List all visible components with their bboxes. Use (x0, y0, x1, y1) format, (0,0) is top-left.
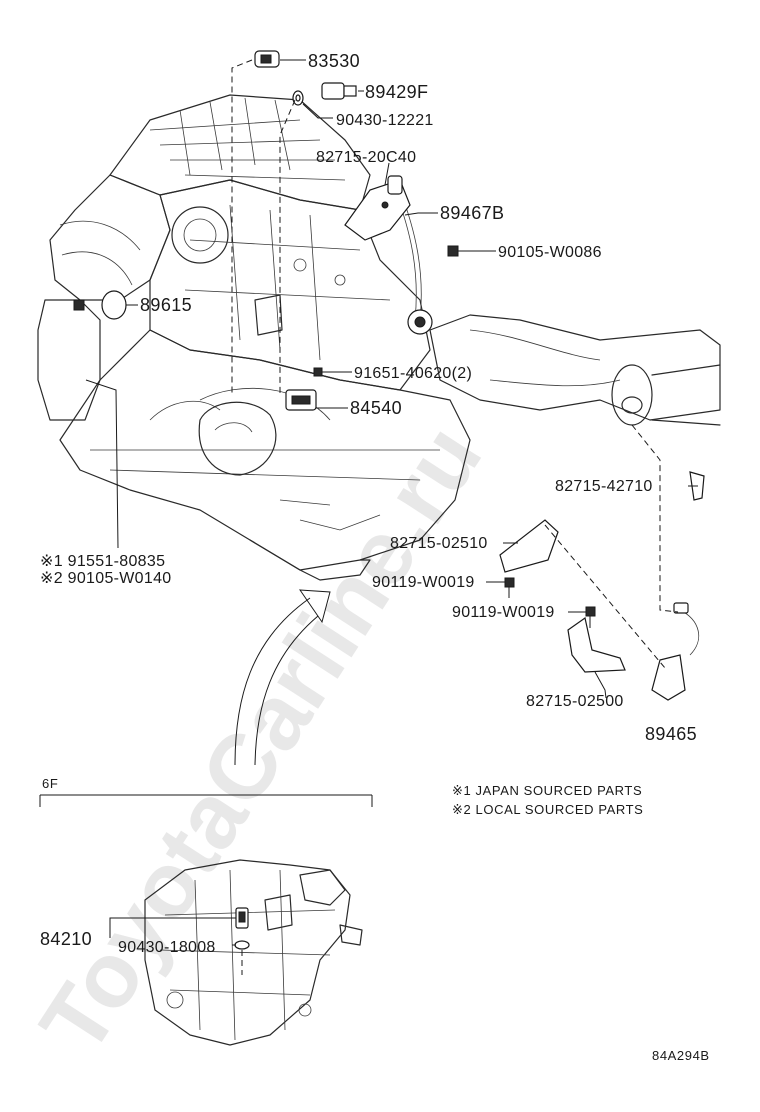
part-91651-40620 (313, 367, 323, 377)
part-82715-02510 (499, 519, 559, 573)
callout-90105-w0086: 90105-W0086 (498, 244, 602, 261)
callout-83530: 83530 (308, 51, 360, 71)
watermark: ToyotaCarline.ru (21, 408, 501, 1071)
part-82715-20c40 (344, 179, 411, 241)
part-89465 (651, 602, 699, 701)
engine-assembly-illustration (37, 94, 721, 581)
part-82715-02500 (567, 616, 626, 673)
callout-89615: 89615 (140, 295, 192, 315)
part-89429f (321, 82, 357, 100)
legend-note1: ※1 JAPAN SOURCED PARTS (452, 783, 642, 798)
callout-note1-part: ※1 91551-80835 (40, 553, 165, 570)
inset-label: 6F (42, 776, 58, 791)
part-83530 (254, 50, 280, 68)
callout-90119-w0019-a: 90119-W0019 (372, 574, 475, 591)
callout-note2-part: ※2 90105-W0140 (40, 570, 171, 587)
part-84540 (285, 389, 317, 411)
legend-note2: ※2 LOCAL SOURCED PARTS (452, 802, 643, 817)
pointer-arrow (234, 589, 331, 766)
callout-82715-42710: 82715-42710 (555, 478, 653, 495)
callout-84540: 84540 (350, 398, 402, 418)
part-84210 (235, 907, 249, 929)
part-90105-w0086 (447, 245, 466, 257)
callout-89465: 89465 (645, 724, 697, 744)
part-89467b (387, 175, 433, 335)
inset-leader-lines (109, 917, 236, 946)
part-90430-18008 (234, 940, 250, 975)
part-90119-w0019-a (504, 577, 515, 598)
callout-82715-02510: 82715-02510 (390, 535, 488, 552)
callout-90430-12221: 90430-12221 (336, 112, 434, 129)
part-90430-12221 (292, 90, 304, 106)
callout-89429f: 89429F (365, 82, 428, 102)
callout-84210: 84210 (40, 929, 92, 949)
callout-90119-w0019-b: 90119-W0019 (452, 604, 555, 621)
figure-code: 84A294B (652, 1048, 710, 1063)
part-90119-w0019-b (585, 606, 596, 628)
callout-91651-40620: 91651-40620(2) (354, 365, 472, 382)
callout-82715-20c40: 82715-20C40 (316, 149, 416, 166)
callout-82715-02500: 82715-02500 (526, 693, 624, 710)
inset-bracket (39, 794, 373, 807)
callout-90430-18008: 90430-18008 (118, 939, 216, 956)
callout-89467b: 89467B (440, 203, 504, 223)
part-89615 (73, 290, 127, 320)
inset-transaxle-illustration (144, 859, 363, 1046)
leader-lines (85, 59, 698, 699)
